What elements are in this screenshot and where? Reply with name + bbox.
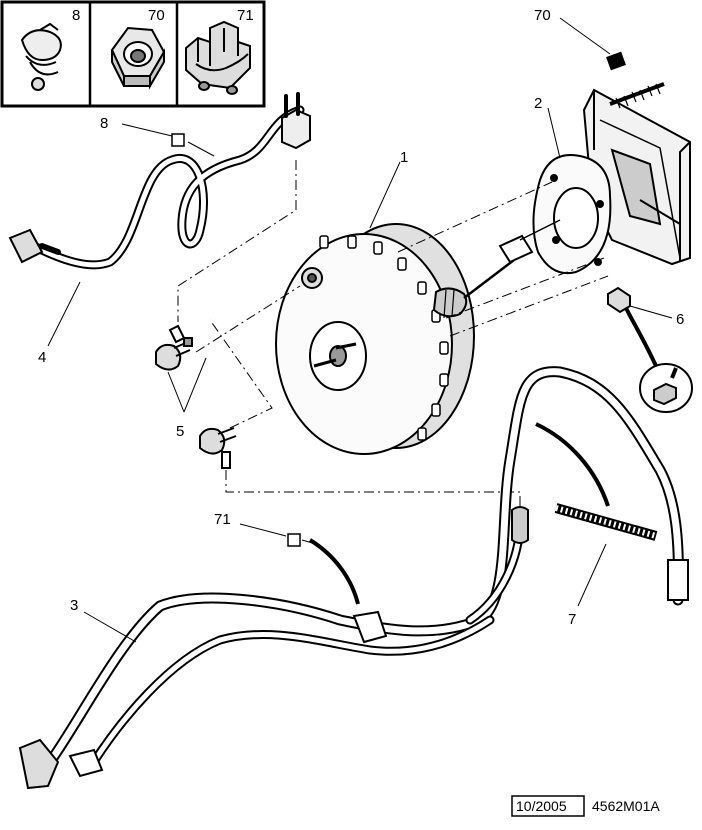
- callout-7: 7: [568, 611, 576, 628]
- hex-nut-icon: [110, 26, 166, 90]
- check-valve-parts: [155, 324, 237, 469]
- marker-square-8: [171, 133, 185, 147]
- callout-1: 1: [400, 149, 408, 166]
- callout-3: 3: [70, 597, 78, 614]
- callout-6: 6: [676, 311, 684, 328]
- parts-inset-box: 8 70 71: [0, 0, 266, 108]
- threaded-rod-part-7: [554, 503, 658, 541]
- callout-5: 5: [176, 423, 184, 440]
- callout-4: 4: [38, 349, 46, 366]
- inset-label-71: 71: [237, 7, 254, 24]
- callout-2: 2: [534, 95, 542, 112]
- hose-end-fittings: [18, 506, 689, 790]
- inset-label-70: 70: [148, 7, 165, 24]
- leader-lines: [47, 17, 673, 643]
- mounting-bracket-drawing: [532, 82, 691, 274]
- callout-8: 8: [100, 115, 108, 132]
- callout-70: 70: [534, 7, 551, 24]
- inset-label-8: 8: [72, 7, 80, 24]
- nut-marker-70: [606, 51, 626, 71]
- vacuum-hose-upper: [8, 92, 311, 270]
- footer-ref-code: 4562M01A: [592, 798, 660, 814]
- callout-numbers: 70 2 8 1 4 6 5 71 3 7: [38, 7, 684, 628]
- callout-71: 71: [214, 511, 231, 528]
- footer-reference: 10/2005 4562M01A: [511, 795, 660, 817]
- footer-date: 10/2005: [516, 798, 567, 814]
- direction-arcs: [308, 422, 610, 605]
- clip-part-icon: [20, 22, 62, 91]
- brake-servo-drawing: [275, 219, 561, 455]
- alignment-lines: [177, 160, 609, 506]
- marker-square-71: [287, 533, 301, 547]
- cable-clip-icon: [185, 20, 251, 95]
